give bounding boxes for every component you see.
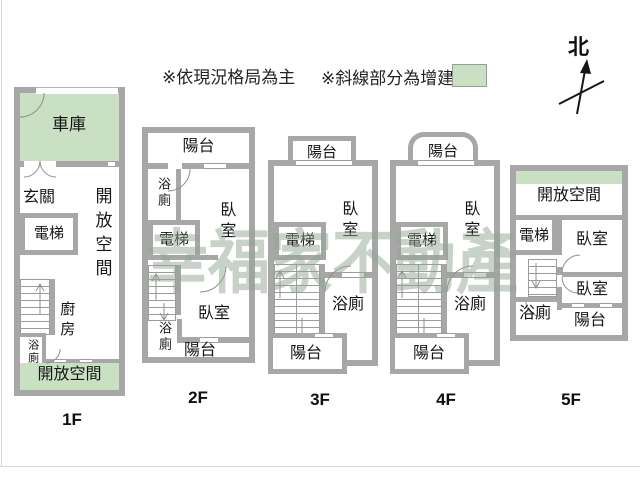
floorplan-5f: 開放空間 電梯 臥室 臥室 浴廁 陽台 — [510, 165, 628, 341]
wall — [20, 161, 24, 167]
wall — [50, 279, 55, 335]
floorplan-2f: 陽台 浴廁 臥室 電梯 浴廁 臥室 陽台 — [142, 127, 255, 363]
sliding-door — [600, 303, 612, 308]
room-label-elevator: 電梯 — [519, 227, 550, 244]
elevator-room: 電梯 — [20, 213, 78, 255]
elevator-room: 電梯 — [274, 222, 326, 260]
room-label-bedroom-rear: 臥室 — [198, 305, 231, 322]
floor-label-5f: 5F — [561, 390, 581, 409]
note-current-layout: ※依現況格局為主 — [162, 68, 296, 87]
frame-left-line — [1, 0, 2, 466]
open-space-strip — [516, 171, 622, 184]
wall — [516, 250, 557, 255]
wall — [176, 265, 181, 315]
wall — [20, 333, 46, 337]
wall — [552, 220, 557, 255]
floorplan-1f: 車庫 玄關 開放空間 電梯 廚房 浴廁 開放空間 — [14, 87, 125, 396]
door-opening — [557, 255, 562, 267]
sliding-door — [342, 272, 364, 278]
room-label-balcony-front: 陽台 — [306, 144, 337, 161]
room-label-balcony: 陽台 — [574, 312, 607, 329]
sliding-door — [80, 359, 92, 363]
wall — [148, 163, 249, 169]
wall — [56, 161, 108, 167]
wall — [562, 272, 622, 277]
sliding-door — [418, 160, 474, 166]
floor-label-4f: 4F — [436, 390, 456, 409]
wall — [176, 169, 181, 223]
room-label-balcony-front: 陽台 — [182, 138, 215, 155]
room-label-kitchen: 廚房 — [58, 301, 76, 341]
note-addition: ※斜線部分為增建 — [321, 69, 455, 88]
wall — [562, 303, 622, 308]
open-space-front-area — [20, 363, 119, 390]
sliding-door — [204, 163, 226, 169]
sliding-door — [315, 333, 333, 338]
sliding-door — [437, 333, 455, 338]
room-label-elevator: 電梯 — [284, 232, 315, 250]
door-opening — [557, 275, 562, 287]
balcony-rear-3f: 陽台 — [268, 333, 347, 374]
staircase — [148, 265, 176, 321]
room-label-bath-front: 浴廁 — [155, 177, 171, 209]
room-label-elevator: 電梯 — [158, 231, 189, 249]
wall — [115, 161, 119, 167]
garage-door-opening — [36, 87, 118, 94]
wall — [200, 255, 218, 260]
room-label-open-space-front: 開放空間 — [37, 366, 102, 383]
room-label-bedroom-front: 臥室 — [217, 201, 235, 243]
room-label-bedroom2: 臥室 — [576, 281, 609, 298]
room-label-open-space: 開放空間 — [536, 187, 601, 204]
room-label-balcony-front: 陽台 — [427, 143, 458, 160]
sliding-door — [464, 272, 486, 278]
floor-label-2f: 2F — [188, 388, 208, 407]
floor-label-3f: 3F — [310, 390, 330, 409]
elevator-room: 電梯 — [148, 220, 200, 260]
room-label-bedroom: 臥室 — [461, 200, 479, 242]
frame-bottom-line — [0, 466, 640, 467]
room-label-garage: 車庫 — [52, 115, 86, 134]
room-label-elevator: 電梯 — [33, 225, 64, 243]
sliding-door — [108, 161, 115, 167]
room-label-balcony-rear: 陽台 — [290, 345, 323, 362]
floor-label-1f: 1F — [62, 410, 82, 429]
sliding-door — [54, 359, 66, 363]
room-label-bath: 浴廁 — [519, 305, 552, 322]
room-label-elevator: 電梯 — [406, 232, 437, 250]
wall — [42, 337, 46, 363]
legend-addition-swatch — [452, 64, 487, 87]
room-label-bath: 浴廁 — [332, 296, 365, 313]
room-label-bedroom1: 臥室 — [576, 231, 609, 248]
elevator-room: 電梯 — [396, 222, 448, 260]
sliding-door — [296, 160, 352, 166]
room-label-bath: 浴廁 — [26, 339, 39, 365]
room-label-open-space: 開放空間 — [92, 187, 112, 283]
compass-north-icon: 北 — [558, 36, 605, 115]
door-opening — [168, 163, 182, 169]
wall — [320, 264, 325, 346]
sliding-door — [200, 337, 218, 343]
sliding-door — [572, 303, 584, 308]
room-label-balcony-rear: 陽台 — [413, 345, 446, 362]
stair-rail — [418, 264, 419, 346]
room-label-entry: 玄關 — [23, 189, 56, 206]
stair-rail — [296, 264, 297, 346]
staircase — [20, 279, 50, 335]
wall — [177, 319, 182, 343]
balcony-rear-4f: 陽台 — [390, 333, 469, 374]
room-label-bath-rear: 浴廁 — [156, 321, 172, 353]
floorplan-3f: 臥室 電梯 浴廁 — [268, 160, 378, 366]
wall — [516, 297, 557, 302]
room-label-balcony-rear: 陽台 — [184, 342, 217, 359]
staircase — [528, 259, 557, 297]
floorplan-4f: 臥室 電梯 浴廁 — [390, 160, 500, 366]
room-label-bedroom: 臥室 — [339, 200, 357, 242]
room-label-bath: 浴廁 — [454, 296, 487, 313]
wall — [442, 264, 447, 346]
wall — [516, 215, 622, 220]
compass-north-label: 北 — [568, 36, 589, 59]
